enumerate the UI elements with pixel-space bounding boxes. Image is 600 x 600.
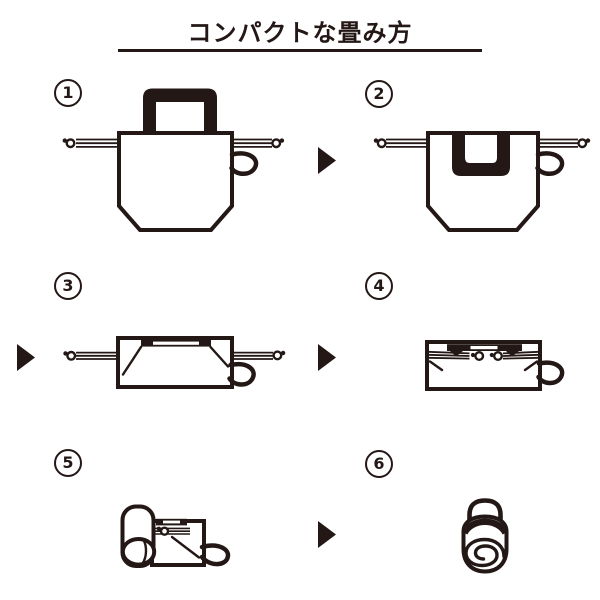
step-1-art	[62, 88, 285, 232]
cord-tip-left	[63, 351, 68, 356]
cord-tip-left	[373, 138, 379, 143]
cord-tip	[156, 526, 161, 531]
step-6-art	[461, 498, 509, 574]
roll-spiral	[464, 537, 506, 568]
cord-stopper	[159, 526, 170, 536]
arrow-right-icon	[318, 521, 336, 548]
step-3-number-badge: 3	[54, 272, 82, 300]
step-4-art	[425, 340, 565, 391]
fold-lines	[428, 360, 539, 372]
drawstring-right	[539, 138, 578, 148]
step-2-number-badge: 2	[365, 80, 393, 108]
cord-stopper-right	[272, 350, 283, 361]
step-5-number-badge: 5	[54, 449, 82, 477]
securing-loop-band	[467, 498, 503, 535]
step-1-number-badge: 1	[54, 79, 82, 107]
hang-loop	[535, 151, 565, 176]
cord-tip-left	[62, 138, 67, 143]
cord-stopper-left	[376, 138, 387, 149]
cord-stopper-right	[271, 138, 282, 149]
drawstring-left	[427, 350, 470, 360]
roll-end-face	[120, 537, 157, 567]
folded-handle-icon	[452, 133, 510, 176]
cord-tip-left	[470, 352, 476, 358]
fold-line	[170, 535, 201, 559]
handle-slot	[470, 346, 498, 350]
step-3-art	[63, 336, 286, 389]
title-underline	[118, 49, 482, 52]
drawstring-right	[231, 138, 272, 148]
page-title: コンパクトな畳み方	[187, 19, 413, 47]
cord-stopper-right	[577, 138, 588, 149]
cord-tip-right	[279, 138, 285, 143]
arrow-right-icon	[318, 344, 336, 371]
bag-body	[117, 131, 234, 232]
handle-slot	[153, 341, 199, 345]
roll-edge-line	[141, 538, 148, 565]
step-5-art	[120, 504, 231, 568]
bag-handle-icon	[143, 88, 217, 133]
cord-stopper-left	[66, 350, 77, 361]
arrow-right-icon	[318, 147, 336, 174]
bag-body	[426, 131, 540, 232]
drawstring-right	[502, 350, 540, 360]
drawstring-left	[386, 138, 427, 148]
roll-top-rim	[461, 518, 509, 535]
handle-slot	[163, 520, 180, 524]
drawstring-left	[76, 351, 117, 360]
step-4-number-badge: 4	[365, 272, 393, 300]
hang-loop	[199, 543, 231, 567]
arrow-right-icon	[17, 344, 35, 371]
cord-stopper-left	[474, 351, 485, 362]
cord-stopper-left	[65, 138, 76, 149]
fold-lines	[121, 345, 230, 376]
step-2-art	[373, 131, 591, 232]
hang-loop	[227, 361, 256, 387]
cord-stopper-right	[493, 351, 504, 362]
hang-loop	[229, 151, 259, 176]
cord-tip-right	[489, 352, 494, 358]
folded-bag-body	[116, 336, 234, 389]
step-6-number-badge: 6	[365, 450, 393, 478]
cord-tip-right	[280, 350, 286, 356]
drawstring-left	[76, 138, 121, 148]
cord-tip-right	[585, 138, 591, 143]
drawstring-right	[233, 351, 273, 360]
hang-loop	[536, 360, 565, 386]
